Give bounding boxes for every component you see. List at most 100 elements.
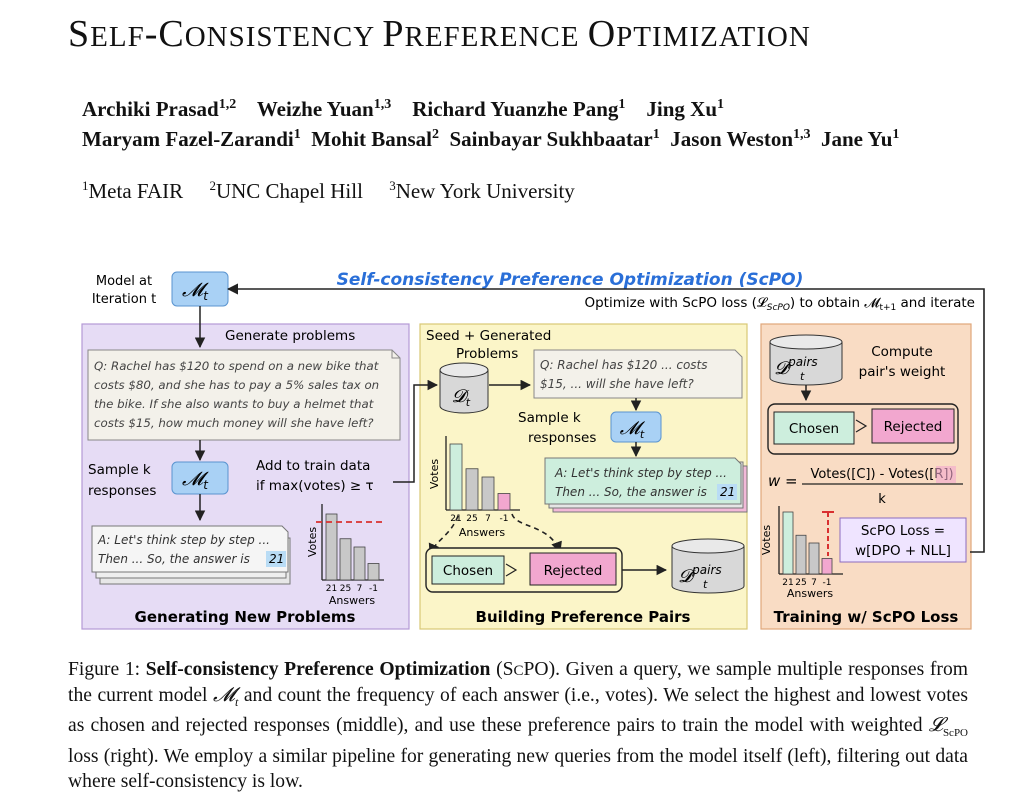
tick-label: 7	[485, 514, 491, 524]
model-symbol: 𝓜t	[182, 468, 209, 492]
vote-bar	[481, 476, 495, 511]
author: Jane Yu1	[821, 127, 900, 151]
loss-box: ScPO Loss = w[DPO + NLL]	[839, 517, 967, 563]
dashed-arrow-chosen	[428, 515, 459, 556]
tick-label: 25	[795, 578, 806, 588]
title-part: REFERENCE	[404, 21, 588, 53]
svg-text:𝓓t: 𝓓t	[452, 386, 471, 409]
affiliations: 1Meta FAIR 2UNC Chapel Hill 3New York Un…	[82, 178, 575, 204]
author: Jason Weston1,3	[670, 127, 811, 151]
y-axis-label: Votes	[760, 525, 773, 555]
svg-text:t: t	[800, 370, 805, 383]
tick-label: -1	[500, 514, 509, 524]
figure-diagram: Self-consistency Preference Optimization…	[81, 270, 985, 630]
arrow-to-middle	[393, 379, 439, 483]
svg-text:Chosen: Chosen	[789, 421, 839, 437]
vote-bar	[353, 546, 366, 581]
svg-text:21: 21	[720, 485, 735, 499]
svg-text:21: 21	[269, 552, 284, 566]
title-part: PTIMIZATION	[616, 21, 811, 53]
generate-label: Generate problems	[225, 328, 355, 344]
loop-arrow	[226, 283, 985, 553]
tick-label: 21	[782, 578, 793, 588]
vote-bar	[821, 558, 833, 575]
vote-bar	[339, 538, 352, 581]
x-axis-label: Answers	[787, 587, 834, 600]
left-panel-title: Generating New Problems	[135, 608, 356, 626]
title-part: ONSISTENCY	[184, 21, 383, 53]
tick-label: 7	[811, 578, 817, 588]
tick-label: 21	[326, 584, 337, 594]
author: Richard Yuanzhe Pang1	[412, 97, 626, 121]
left-answer-stack: A: Let's think step by step ... Then ...…	[91, 525, 291, 585]
model-label-1: Model at	[96, 274, 152, 289]
y-axis-label: Votes	[306, 527, 319, 557]
vote-bar	[325, 513, 338, 581]
author: Archiki Prasad1,2	[82, 97, 237, 121]
title-part: -C	[144, 13, 185, 55]
author: Sainbayar Sukhbaatar1	[449, 127, 660, 151]
author: Weizhe Yuan1,3	[256, 97, 392, 121]
pairs-cylinder: 𝓓pairs t	[671, 538, 745, 594]
svg-text:w[DPO + NLL]: w[DPO + NLL]	[855, 543, 951, 559]
affiliation: 2UNC Chapel Hill	[209, 178, 363, 203]
authors-line-2: Maryam Fazel-Zarandi1 Mohit Bansal2 Sain…	[82, 127, 899, 152]
title-part: S	[68, 13, 91, 55]
svg-text:Q: Rachel has $120 to spend on: Q: Rachel has $120 to spend on a new bik…	[94, 359, 383, 430]
right-pair-box: Chosen Rejected	[767, 403, 959, 455]
x-axis-label: Answers	[459, 526, 506, 539]
x-axis-label: Answers	[329, 594, 376, 607]
svg-text:ScPO Loss =: ScPO Loss =	[861, 523, 945, 539]
middle-pair-box: Chosen Rejected	[425, 547, 623, 593]
middle-panel-title: Building Preference Pairs	[476, 608, 691, 626]
svg-text:Rejected: Rejected	[544, 563, 603, 579]
figure-caption: Figure 1: Self-consistency Preference Op…	[68, 659, 968, 792]
author: Maryam Fazel-Zarandi1	[82, 127, 301, 151]
model-symbol: 𝓜t	[620, 418, 646, 441]
tick-label: 25	[340, 584, 351, 594]
dataset-cylinder: 𝓓t	[439, 362, 489, 414]
affiliation: 1Meta FAIR	[82, 178, 184, 203]
title-part: O	[587, 13, 617, 55]
banner-title: Self-consistency Preference Optimization…	[337, 270, 804, 290]
model-label-2: Iteration t	[92, 292, 156, 307]
svg-text:Chosen: Chosen	[443, 563, 493, 579]
rejected-highlight	[936, 466, 956, 483]
svg-text:t: t	[703, 578, 708, 591]
author: Mohit Bansal2	[311, 127, 439, 151]
weight-denominator: k	[878, 492, 886, 507]
tick-label: 7	[357, 584, 363, 594]
svg-text:Q: Rachel has $120 ... costs: Q: Rachel has $120 ... costs $15, ... wi…	[540, 358, 711, 391]
author: Jing Xu1	[646, 97, 724, 121]
optimize-label: Optimize with ScPO loss (𝓛ScPO) to obtai…	[584, 295, 975, 313]
title-part: P	[382, 13, 405, 55]
authors-line-1: Archiki Prasad1,2 Weizhe Yuan1,3 Richard…	[82, 97, 724, 122]
vote-bar	[497, 493, 511, 511]
y-axis-label: Votes	[428, 459, 441, 489]
vote-bar	[795, 534, 807, 575]
vote-bar	[782, 511, 794, 575]
vote-bar	[808, 542, 820, 575]
weight-numerator: Votes([C]) - Votes([R])	[810, 467, 953, 482]
svg-text:𝓓pairs: 𝓓pairs	[678, 563, 721, 587]
svg-text:𝓓pairs: 𝓓pairs	[774, 355, 817, 379]
tick-label: 25	[466, 514, 477, 524]
paper-title: SELF-CONSISTENCY PREFERENCE OPTIMIZATION	[68, 12, 811, 56]
tick-label: -1	[823, 578, 832, 588]
vote-bar	[449, 443, 463, 511]
svg-text:A: Let's think step by step ..: A: Let's think step by step ... Then ...…	[554, 466, 731, 499]
dashed-arrow-rejected	[511, 513, 562, 554]
vote-bar	[367, 563, 380, 581]
svg-text:Rejected: Rejected	[884, 419, 943, 435]
vote-bar	[465, 468, 479, 511]
model-symbol: 𝓜t	[182, 279, 209, 303]
left-question-card: Q: Rachel has $120 to spend on a new bik…	[87, 349, 401, 441]
